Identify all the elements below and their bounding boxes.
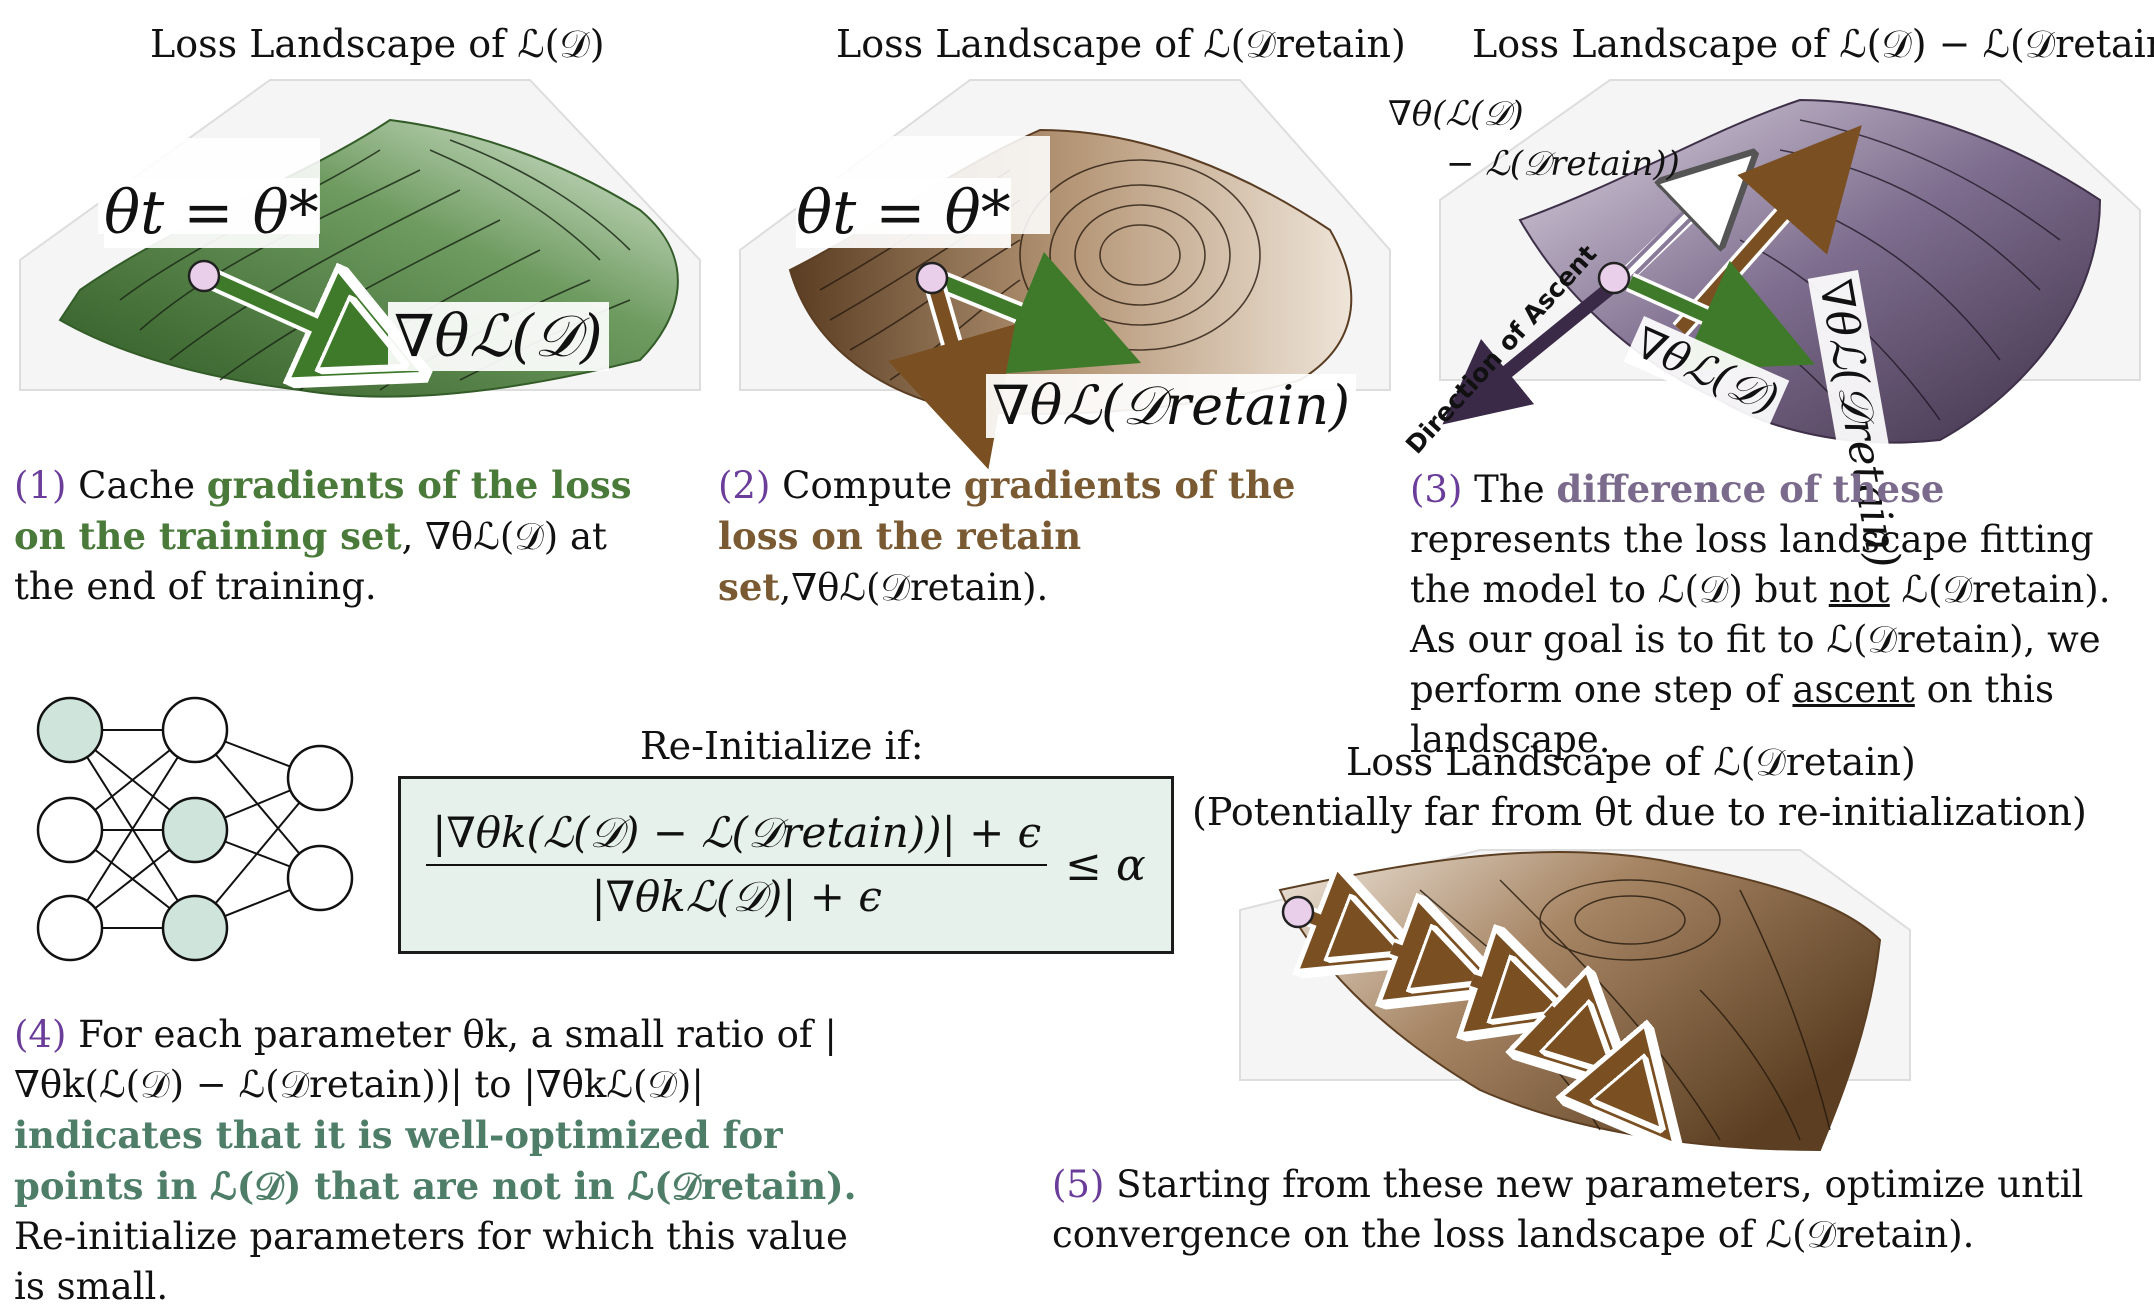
reinit-formula-box: |∇θk(ℒ(𝒟) − ℒ(𝒟retain))| + ϵ |∇θkℒ(𝒟)| +… (398, 776, 1174, 954)
panel5-surface-plot (1239, 849, 1911, 1160)
reinit-numerator: |∇θk(ℒ(𝒟) − ℒ(𝒟retain))| + ϵ (426, 808, 1048, 866)
caption-5: (5) Starting from these new parameters, … (1052, 1163, 2084, 1256)
node (286, 844, 354, 912)
node-reinitialized (161, 796, 229, 864)
reinit-heading: Re-Initialize if: (640, 724, 924, 768)
node (36, 894, 104, 962)
panel5-title-line2: (Potentially far from θt due to re-initi… (1192, 790, 2087, 834)
reinit-fraction: |∇θk(ℒ(𝒟) − ℒ(𝒟retain))| + ϵ |∇θkℒ(𝒟)| +… (426, 808, 1048, 922)
caption-5-number: (5) (1052, 1163, 1105, 1206)
panel2-gradient-label: ∇θℒ(𝒟retain) (986, 374, 1357, 438)
neural-network-svg (36, 696, 354, 962)
caption-1: (1) Cache gradients of the loss on the t… (14, 463, 632, 608)
panel1-landscape: θt = θ* ∇θℒ(𝒟) (0, 60, 730, 460)
network-nodes (36, 696, 354, 962)
neural-network-diagram (30, 690, 370, 970)
caption-2: (2) Compute gradients of the loss on the… (718, 463, 1296, 609)
panel5-start-point (1281, 895, 1315, 929)
caption-3-number: (3) (1410, 468, 1463, 511)
node (286, 744, 354, 812)
node (36, 796, 104, 864)
panel1-gradient-label: ∇θℒ(𝒟) (388, 302, 609, 371)
panel5-landscape (1220, 830, 1920, 1160)
panel3-landscape: ∇θ(ℒ(𝒟) − ℒ(𝒟retain)) ∇θℒ(𝒟retain) ∇θℒ(𝒟… (1380, 60, 2150, 578)
node-reinitialized (36, 696, 104, 764)
panel5-title-line1: Loss Landscape of ℒ(𝒟retain) (1346, 740, 1916, 784)
panel1-surface-plot (19, 79, 701, 398)
caption-1-number: (1) (14, 464, 67, 507)
reinit-rhs: ≤ α (1065, 839, 1146, 891)
panel3-ascent-arrow (1442, 274, 1625, 425)
panel2-theta-point (915, 261, 949, 295)
panel2-theta-label: θt = θ* (796, 178, 1011, 248)
reinit-denominator: |∇θkℒ(𝒟)| + ϵ (591, 872, 882, 921)
panel1-theta-point (187, 259, 221, 293)
node (161, 696, 229, 764)
caption-4: (4) For each parameter θk, a small ratio… (14, 1013, 857, 1308)
panel2-title: Loss Landscape of ℒ(𝒟retain) (836, 22, 1406, 66)
panel1-theta-label: θt = θ* (104, 178, 319, 248)
caption-4-number: (4) (14, 1013, 67, 1056)
panel2-landscape: θt = θ* ∇θℒ(𝒟retain) (720, 60, 1410, 470)
caption-2-number: (2) (718, 464, 771, 507)
panel5-surface (1278, 850, 1882, 1152)
panel3-diff-arrow (1622, 184, 1722, 280)
panel3-theta-point (1597, 261, 1631, 295)
caption-3: (3) The difference of these represents t… (1410, 467, 2111, 761)
panel3-title: Loss Landscape of ℒ(𝒟) − ℒ(𝒟retain) (1472, 22, 2154, 66)
panel5-optimization-steps (1308, 916, 1640, 1104)
panel3-diff-label-line1: ∇θ(ℒ(𝒟) (1388, 94, 1524, 134)
panel1-title: Loss Landscape of ℒ(𝒟) (150, 22, 605, 66)
node-reinitialized (161, 894, 229, 962)
panel3-diff-label-line2: − ℒ(𝒟retain)) (1446, 144, 1680, 184)
